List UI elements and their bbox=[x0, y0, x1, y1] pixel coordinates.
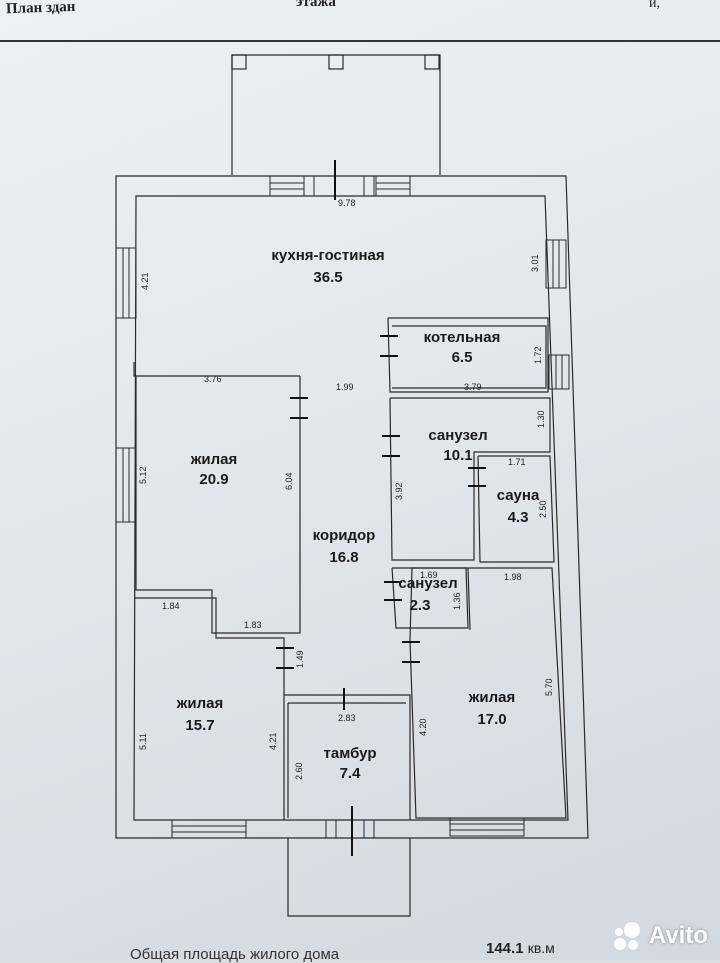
room-area-bathroom: 10.1 bbox=[443, 447, 472, 464]
room-area-corridor: 16.8 bbox=[329, 549, 358, 566]
room-name-wc: санузел bbox=[398, 575, 457, 592]
window-top-left bbox=[269, 175, 305, 197]
terrace-outline bbox=[231, 54, 441, 175]
terrace-post-middle bbox=[328, 54, 344, 70]
room-name-living1: жилая bbox=[190, 451, 237, 468]
dim-boiler-height: 1.72 bbox=[533, 346, 543, 364]
dim-kitchen-height-left: 4.21 bbox=[140, 272, 150, 290]
room-area-kitchen: 36.5 bbox=[313, 269, 342, 286]
room-area-living2: 15.7 bbox=[185, 717, 214, 734]
dim-living2-inner-height: 4.21 bbox=[268, 732, 278, 750]
dim-living1-bottom-width: 1.83 bbox=[244, 620, 262, 630]
dim-living2-height: 5.11 bbox=[138, 733, 148, 750]
room-name-sauna: сауна bbox=[497, 487, 540, 504]
header-title-center: этажа bbox=[296, 0, 336, 10]
dim-wc-width: 1.69 bbox=[420, 570, 438, 580]
wall-boiler-inner bbox=[392, 325, 547, 389]
room-area-boiler: 6.5 bbox=[452, 349, 473, 366]
dim-sauna-width: 1.71 bbox=[508, 457, 526, 467]
dim-sauna-height: 2.50 bbox=[538, 500, 548, 518]
room-name-vestibule: тамбур bbox=[324, 745, 377, 762]
room-name-kitchen: кухня-гостиная bbox=[271, 247, 384, 264]
porch-outline bbox=[287, 838, 411, 917]
room-name-living3: жилая bbox=[468, 689, 515, 706]
wall-living1 bbox=[135, 376, 301, 634]
wall-vestibule bbox=[284, 694, 411, 820]
wall-living3 bbox=[409, 567, 567, 819]
terrace-post-left bbox=[231, 54, 247, 70]
dim-living1-width: 3.76 bbox=[204, 374, 222, 384]
avito-watermark-text: Avito bbox=[648, 922, 708, 949]
room-area-living1: 20.9 bbox=[199, 471, 228, 488]
dim-wc-height: 1.36 bbox=[452, 592, 462, 610]
wall-boiler bbox=[387, 317, 549, 393]
window-top-center bbox=[303, 175, 375, 197]
dim-bathroom-height: 3.92 bbox=[394, 482, 404, 500]
terrace-post-right bbox=[424, 54, 440, 70]
door-entrance bbox=[325, 819, 375, 839]
room-name-living2: жилая bbox=[176, 695, 223, 712]
room-name-corridor: коридор bbox=[313, 527, 376, 544]
dim-living3-height: 5.70 bbox=[544, 678, 554, 696]
dim-bathroom-upper-height: 1.30 bbox=[536, 410, 546, 428]
window-bottom-living2 bbox=[171, 819, 247, 839]
dim-corridor-lower-height: 1.49 bbox=[295, 650, 305, 668]
window-right-boiler bbox=[548, 354, 570, 390]
dim-living2-width: 1.84 bbox=[162, 601, 180, 611]
room-area-sauna: 4.3 bbox=[508, 509, 529, 526]
total-area: 144.1 кв.м bbox=[486, 940, 555, 957]
dim-vestibule-height: 2.60 bbox=[294, 762, 304, 780]
wall-bathroom bbox=[389, 397, 551, 561]
outer-wall bbox=[115, 175, 589, 839]
avito-logo-icon bbox=[613, 922, 640, 950]
dim-corridor-width: 1.99 bbox=[336, 382, 354, 392]
dim-kitchen-height-right: 3.01 bbox=[530, 254, 540, 272]
dim-living3-width: 1.98 bbox=[504, 572, 522, 582]
total-area-unit: кв.м bbox=[527, 940, 555, 956]
header-title-right: и, bbox=[649, 0, 660, 11]
dim-boiler-width: 3.79 bbox=[464, 382, 482, 392]
dim-living1-height: 5.12 bbox=[138, 466, 148, 484]
window-bottom-living3 bbox=[449, 817, 525, 837]
total-area-label: Общая площадь жилого дома bbox=[130, 946, 340, 963]
wall-living3-divider bbox=[467, 567, 471, 631]
room-area-wc: 2.3 bbox=[410, 597, 431, 614]
dim-living1-inner-height: 6.04 bbox=[284, 472, 294, 490]
room-area-vestibule: 7.4 bbox=[340, 765, 362, 782]
room-name-boiler: котельная bbox=[424, 329, 501, 346]
dim-living3-inner-height: 4.20 bbox=[418, 718, 428, 736]
wall-sauna bbox=[477, 455, 555, 563]
total-area-value: 144.1 bbox=[486, 940, 524, 957]
window-left-living1 bbox=[115, 447, 137, 523]
wall-living2 bbox=[134, 597, 285, 820]
room-name-bathroom: санузел bbox=[428, 427, 487, 444]
wall-kitchen-bottom bbox=[133, 362, 300, 377]
window-top-right bbox=[375, 175, 411, 197]
window-right-kitchen bbox=[545, 239, 567, 289]
room-area-living3: 17.0 bbox=[477, 711, 506, 728]
dim-kitchen-width: 9.78 bbox=[338, 198, 356, 208]
header-strip: План здан этажа и, bbox=[0, 0, 720, 42]
avito-watermark: Avito bbox=[611, 920, 708, 952]
window-left-kitchen bbox=[115, 247, 137, 319]
dim-vestibule-width: 2.83 bbox=[338, 713, 356, 723]
